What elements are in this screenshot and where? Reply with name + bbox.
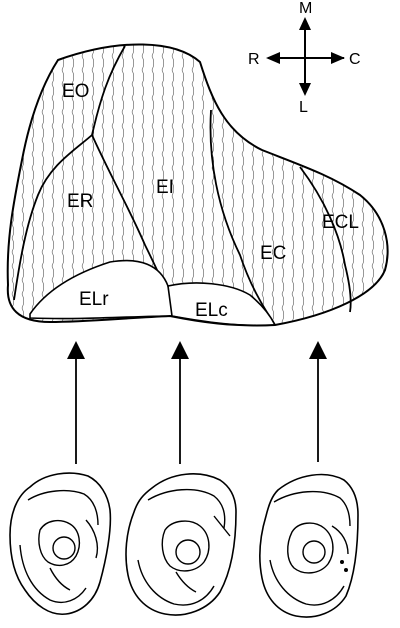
region-elc-label: ELc <box>195 300 228 321</box>
brain-section-left <box>9 472 112 615</box>
brain-section-middle <box>125 473 237 616</box>
region-ec-label: EC <box>260 243 286 264</box>
section-arrows <box>67 341 327 464</box>
compass-label-right: C <box>349 51 361 68</box>
brain-section-right <box>259 473 359 618</box>
arrow-left-icon <box>266 52 280 64</box>
map-outline <box>6 43 389 327</box>
arrow-right-icon <box>331 52 345 64</box>
arrow-down-icon <box>299 83 311 96</box>
region-elr-label: ELr <box>79 289 109 310</box>
region-eo-label: EO <box>62 81 89 102</box>
orientation-compass: M L R C <box>248 0 361 116</box>
region-ecl-label: ECL <box>322 212 359 233</box>
region-er-label: ER <box>67 191 93 212</box>
compass-label-up: M <box>299 0 312 17</box>
region-ei-label: EI <box>156 177 174 198</box>
compass-label-left: R <box>248 51 260 68</box>
compass-label-down: L <box>299 99 308 116</box>
region-boundaries <box>13 45 352 326</box>
arrow-up-icon <box>299 17 311 30</box>
